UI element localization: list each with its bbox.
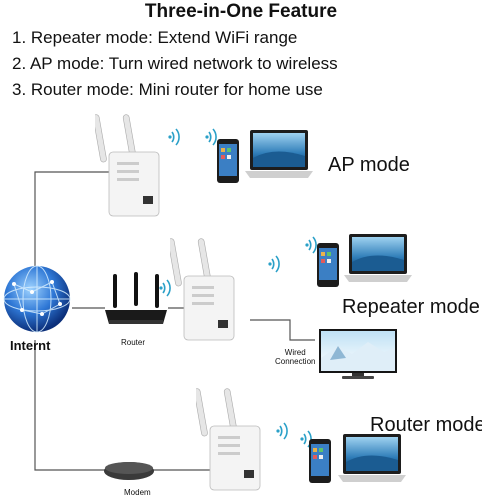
router-icon — [105, 272, 167, 324]
wire-repeater-tv — [250, 319, 315, 341]
feature-item-ap: 2. AP mode: Turn wired network to wirele… — [12, 54, 338, 73]
feature-item-repeater: 1. Repeater mode: Extend WiFi range — [12, 28, 298, 47]
phone-icon — [317, 243, 339, 287]
repeater-icon-router — [196, 388, 261, 491]
router-label: Router — [121, 338, 146, 347]
phone-icon — [217, 139, 239, 183]
repeater-icon-ap — [95, 114, 160, 217]
modem-icon — [104, 462, 154, 480]
globe-icon — [3, 265, 71, 333]
modem-label: Modem — [124, 488, 151, 497]
repeater-icon-repeater — [170, 238, 235, 341]
router-mode-label: Router mode — [370, 414, 482, 436]
phone-icon — [309, 439, 331, 483]
wire-to-modem — [34, 340, 105, 471]
wifi-icon — [159, 279, 171, 297]
title: Three-in-One Feature — [144, 1, 338, 22]
wifi-icon — [276, 422, 288, 440]
laptop-icon — [338, 434, 406, 482]
wifi-icon — [168, 128, 180, 146]
wifi-icon — [268, 255, 280, 273]
internet-label: Internt — [10, 338, 51, 353]
laptop-icon — [245, 130, 313, 178]
tv-icon — [319, 329, 397, 379]
laptop-icon — [344, 234, 412, 282]
wifi-icon — [305, 236, 317, 254]
feature-item-router: 3. Router mode: Mini router for home use — [12, 80, 323, 99]
ap-mode-label: AP mode — [328, 154, 410, 176]
wire-to-ap-repeater — [34, 171, 115, 292]
wifi-icon — [300, 430, 312, 448]
repeater-mode-label: Repeater mode — [342, 296, 480, 318]
wired-connection-label: Wired Connection — [275, 348, 316, 366]
wifi-icon — [205, 128, 217, 146]
